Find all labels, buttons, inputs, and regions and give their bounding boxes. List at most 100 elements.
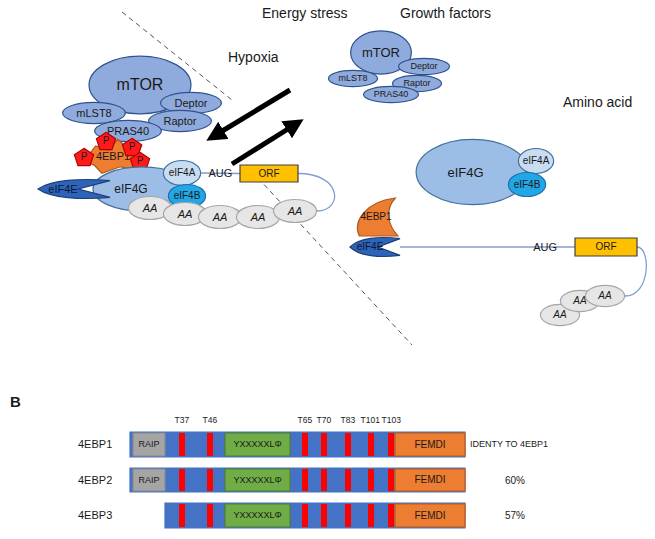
node-label: P: [96, 132, 116, 150]
phospho-site: [321, 433, 327, 456]
polya-bead: AA: [273, 199, 317, 223]
panel-letter: B: [10, 394, 21, 409]
phospho-site: [368, 469, 374, 491]
node-label: eIF4E: [350, 236, 400, 258]
node-fill: [575, 238, 637, 256]
node-fill: [399, 58, 450, 74]
identity-value: 60%: [505, 476, 525, 486]
phospho-site: [345, 469, 351, 491]
phospho-site: [388, 504, 394, 527]
node-label: RAIP: [133, 433, 165, 456]
eif4e-binding-motif: YXXXXXLΦ: [225, 504, 290, 527]
node-label: eIF4E: [38, 178, 110, 200]
phospho-site: [388, 469, 394, 491]
polya-bead: AA: [198, 205, 242, 229]
node-label: FEMDI: [395, 469, 465, 491]
node-label: AA: [198, 205, 242, 229]
node-label: eIF4A: [163, 160, 201, 186]
phospho-site: [321, 504, 327, 527]
equilibrium-arrow: [214, 90, 290, 136]
node-fill: [198, 205, 241, 228]
node-fill: [96, 132, 115, 149]
phospho-site: [368, 504, 374, 527]
node-label: Deptor: [398, 58, 450, 75]
equilibrium-arrow: [232, 124, 296, 164]
femdi-motif: FEMDI: [395, 469, 465, 491]
node-fill: [133, 433, 165, 456]
node-label: ORF: [240, 165, 298, 182]
phosphate-mark: P: [96, 132, 116, 150]
divider-line: [258, 178, 412, 345]
node-label: eIF4B: [508, 172, 546, 197]
site-label: T103: [382, 416, 401, 425]
raip-motif: RAIP: [133, 433, 165, 456]
deptor-subunit: Deptor: [398, 58, 450, 75]
site-label: T46: [203, 416, 218, 425]
polya-bead: AA: [585, 285, 625, 307]
node-fill: [130, 468, 465, 492]
node-label: 4EBP2: [78, 468, 112, 492]
eif4e-binding-motif: YXXXXXLΦ: [225, 469, 290, 491]
node-label: AA: [585, 285, 625, 307]
codon-label: AUG: [209, 168, 233, 179]
femdi-motif: FEMDI: [395, 504, 465, 527]
phospho-site: [302, 433, 308, 456]
phospho-site: [207, 433, 213, 456]
node-fill: [508, 173, 545, 197]
femdi-motif: FEMDI: [395, 433, 465, 456]
eif4e-cap-binder: eIF4E: [38, 178, 110, 200]
site-label: T101: [361, 416, 380, 425]
phospho-site: [345, 433, 351, 456]
node-fill: [395, 504, 465, 527]
phospho-site: [179, 433, 185, 456]
node-label: 4EBP1: [354, 198, 398, 236]
node-label: RAIP: [133, 469, 165, 491]
node-fill: [74, 148, 93, 165]
node-label: FEMDI: [395, 504, 465, 527]
eif4a-helicase: eIF4A: [518, 148, 554, 174]
site-label: T37: [175, 416, 190, 425]
codon-label: AUG: [533, 242, 557, 253]
node-fill: [364, 86, 419, 102]
phospho-site: [345, 504, 351, 527]
eif4e-binding-motif: YXXXXXLΦ: [225, 433, 290, 456]
phospho-site: [179, 469, 185, 491]
orf-box: ORF: [575, 238, 637, 256]
node-fill: [518, 149, 553, 174]
node-label: FEMDI: [395, 433, 465, 456]
node-label: eIF4A: [518, 148, 554, 174]
node-fill: [163, 161, 200, 186]
node-fill: [240, 165, 298, 182]
node-label: 4EBP3: [78, 503, 112, 528]
eif4g-scaffold: eIF4G: [415, 138, 530, 206]
eif4a-helicase: eIF4A: [163, 160, 201, 186]
node-fill: [225, 504, 290, 527]
site-label: T83: [341, 416, 356, 425]
node-fill: [236, 205, 279, 228]
site-label: T65: [298, 416, 313, 425]
condition-label: Amino acid: [563, 95, 632, 109]
node-label: YXXXXXLΦ: [225, 469, 290, 491]
node-fill: [225, 433, 290, 456]
node-label: YXXXXXLΦ: [225, 433, 290, 456]
node-fill: [63, 102, 126, 123]
site-label: T70: [317, 416, 332, 425]
condition-label: Energy stress: [262, 6, 348, 20]
node-fill: [225, 469, 290, 491]
eif4b-factor: eIF4B: [508, 172, 546, 197]
phospho-site: [321, 469, 327, 491]
node-label: YXXXXXLΦ: [225, 504, 290, 527]
phospho-site: [207, 469, 213, 491]
phosphate-mark: P: [74, 148, 94, 166]
raip-motif: RAIP: [133, 469, 165, 491]
node-label: P: [74, 148, 94, 166]
node-fill: [273, 199, 316, 222]
node-fill: [130, 432, 465, 457]
node-label: AA: [273, 199, 317, 223]
node-label: ORF: [575, 238, 637, 256]
node-label: PRAS40: [363, 86, 419, 103]
mlst8-subunit: mLST8: [328, 70, 378, 87]
identity-value: 57%: [505, 511, 525, 521]
node-fill: [133, 469, 165, 491]
